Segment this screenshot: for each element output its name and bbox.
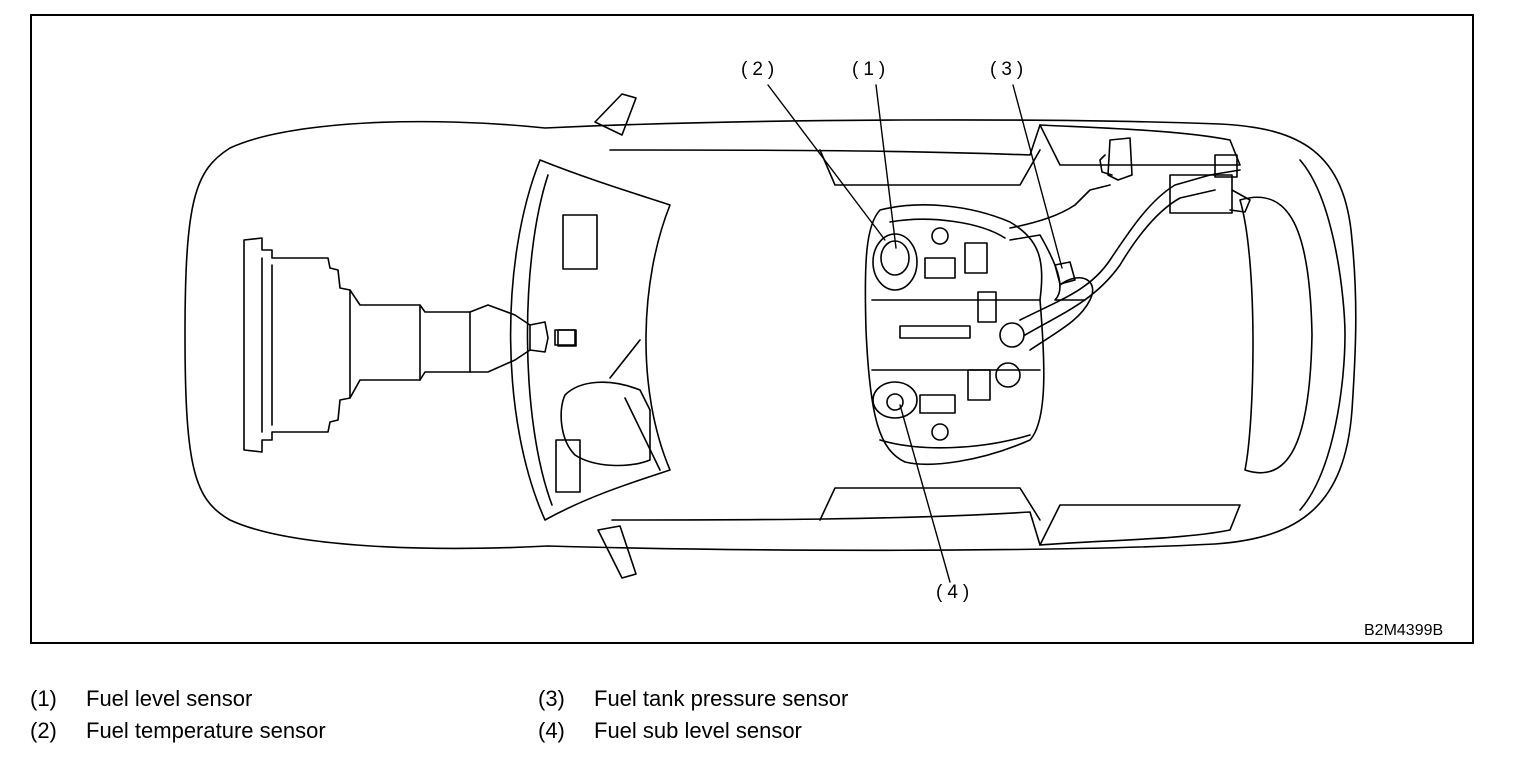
tank-pipe — [899, 325, 971, 339]
leader-line-4 — [899, 404, 951, 583]
tank-fitting-1 — [931, 227, 949, 245]
side-sill-top — [1039, 124, 1241, 166]
fuel-level-sensor-inner — [880, 240, 910, 276]
engine-detail — [261, 257, 531, 433]
side-sill-bottom — [1039, 504, 1241, 546]
rear-window — [1239, 196, 1313, 474]
fuel-hose-main — [1019, 169, 1241, 321]
dash-box-upper — [562, 214, 598, 270]
transmission-end — [554, 329, 576, 346]
tank-block-1 — [964, 242, 988, 274]
leader-line-2 — [767, 84, 886, 241]
legend-item-2: (2) Fuel temperature sensor — [30, 718, 326, 744]
gear-shifter — [557, 329, 577, 347]
window-top — [819, 149, 1041, 186]
legend-item-4: (4) Fuel sub level sensor — [538, 718, 802, 744]
engine-block — [243, 237, 549, 453]
canister — [1169, 174, 1233, 214]
tank-fitting-2 — [931, 423, 949, 441]
legend-text: Fuel temperature sensor — [86, 718, 326, 743]
window-bottom — [819, 487, 1041, 521]
legend-text: Fuel sub level sensor — [594, 718, 802, 743]
legend-text: Fuel tank pressure sensor — [594, 686, 849, 711]
car-body-outline — [184, 119, 1357, 552]
evap-line — [1009, 234, 1086, 301]
roof-line-top — [609, 124, 1041, 156]
legend-text: Fuel level sensor — [86, 686, 253, 711]
legend-number: (1) — [30, 686, 57, 711]
legend-number: (3) — [538, 686, 565, 711]
windshield-inner — [526, 174, 553, 506]
trunk-line — [1299, 159, 1346, 511]
windshield — [509, 159, 671, 521]
legend-item-1: (1) Fuel level sensor — [30, 686, 252, 712]
steering-column — [560, 381, 651, 467]
legend-number: (2) — [30, 718, 57, 743]
tank-block-2 — [967, 369, 991, 401]
tank-bracket-1 — [924, 257, 956, 279]
fuel-sub-level-sensor — [872, 381, 918, 419]
fuel-hose-4 — [1009, 184, 1111, 229]
figure-code: B2M4399B — [1364, 622, 1444, 639]
callout-2: (2) — [741, 59, 780, 80]
tank-fitting-4 — [995, 362, 1021, 388]
roof-line-bottom — [611, 511, 1041, 546]
fuel-hose-2 — [1024, 189, 1216, 336]
fuel-tank — [864, 204, 1045, 465]
legend-number: (4) — [538, 718, 565, 743]
filler-neck-cap — [1099, 154, 1113, 176]
diagram-frame — [30, 14, 1474, 644]
fuel-hose-3 — [1029, 276, 1094, 351]
vehicle-diagram — [184, 84, 1357, 583]
canister-valve — [1214, 154, 1238, 178]
fuel-sub-level-sensor-inner — [886, 393, 904, 411]
legend-item-3: (3) Fuel tank pressure sensor — [538, 686, 848, 712]
callout-1: (1) — [852, 59, 891, 80]
tank-fitting-3 — [999, 322, 1025, 348]
steering-shaft — [609, 339, 661, 471]
callout-4: (4) — [936, 582, 975, 603]
tank-block-3 — [977, 291, 997, 323]
dash-box-lower — [555, 439, 581, 493]
filler-neck — [1107, 137, 1133, 181]
fuel-tank-inner — [871, 218, 1041, 449]
leader-line-3 — [1012, 84, 1063, 269]
fuel-level-sensor — [872, 233, 918, 291]
right-mirror — [597, 525, 637, 579]
left-mirror — [594, 93, 637, 136]
tank-bracket-2 — [919, 394, 956, 414]
canister-bracket — [1229, 189, 1251, 213]
fuel-tank-pressure-sensor — [1054, 261, 1076, 285]
callout-3: (3) — [990, 59, 1029, 80]
leader-line-1 — [875, 84, 897, 249]
